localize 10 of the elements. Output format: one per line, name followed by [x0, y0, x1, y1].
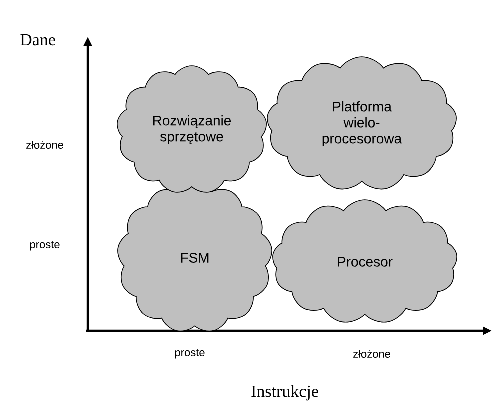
- tick-label: złożone: [26, 140, 64, 150]
- cloud: Procesor: [272, 200, 458, 323]
- axis-title: Instrukcje: [252, 385, 318, 401]
- cloud: Platforma wielo-procesorowa: [267, 56, 457, 190]
- cloud: Rozwiązanie sprzętowe: [117, 66, 267, 193]
- tick-label: złożone: [353, 350, 390, 358]
- axis-title: Dane: [20, 34, 56, 46]
- cloud: FSM: [118, 182, 272, 332]
- tick-label: proste: [175, 349, 205, 359]
- tick-label: proste: [30, 241, 60, 251]
